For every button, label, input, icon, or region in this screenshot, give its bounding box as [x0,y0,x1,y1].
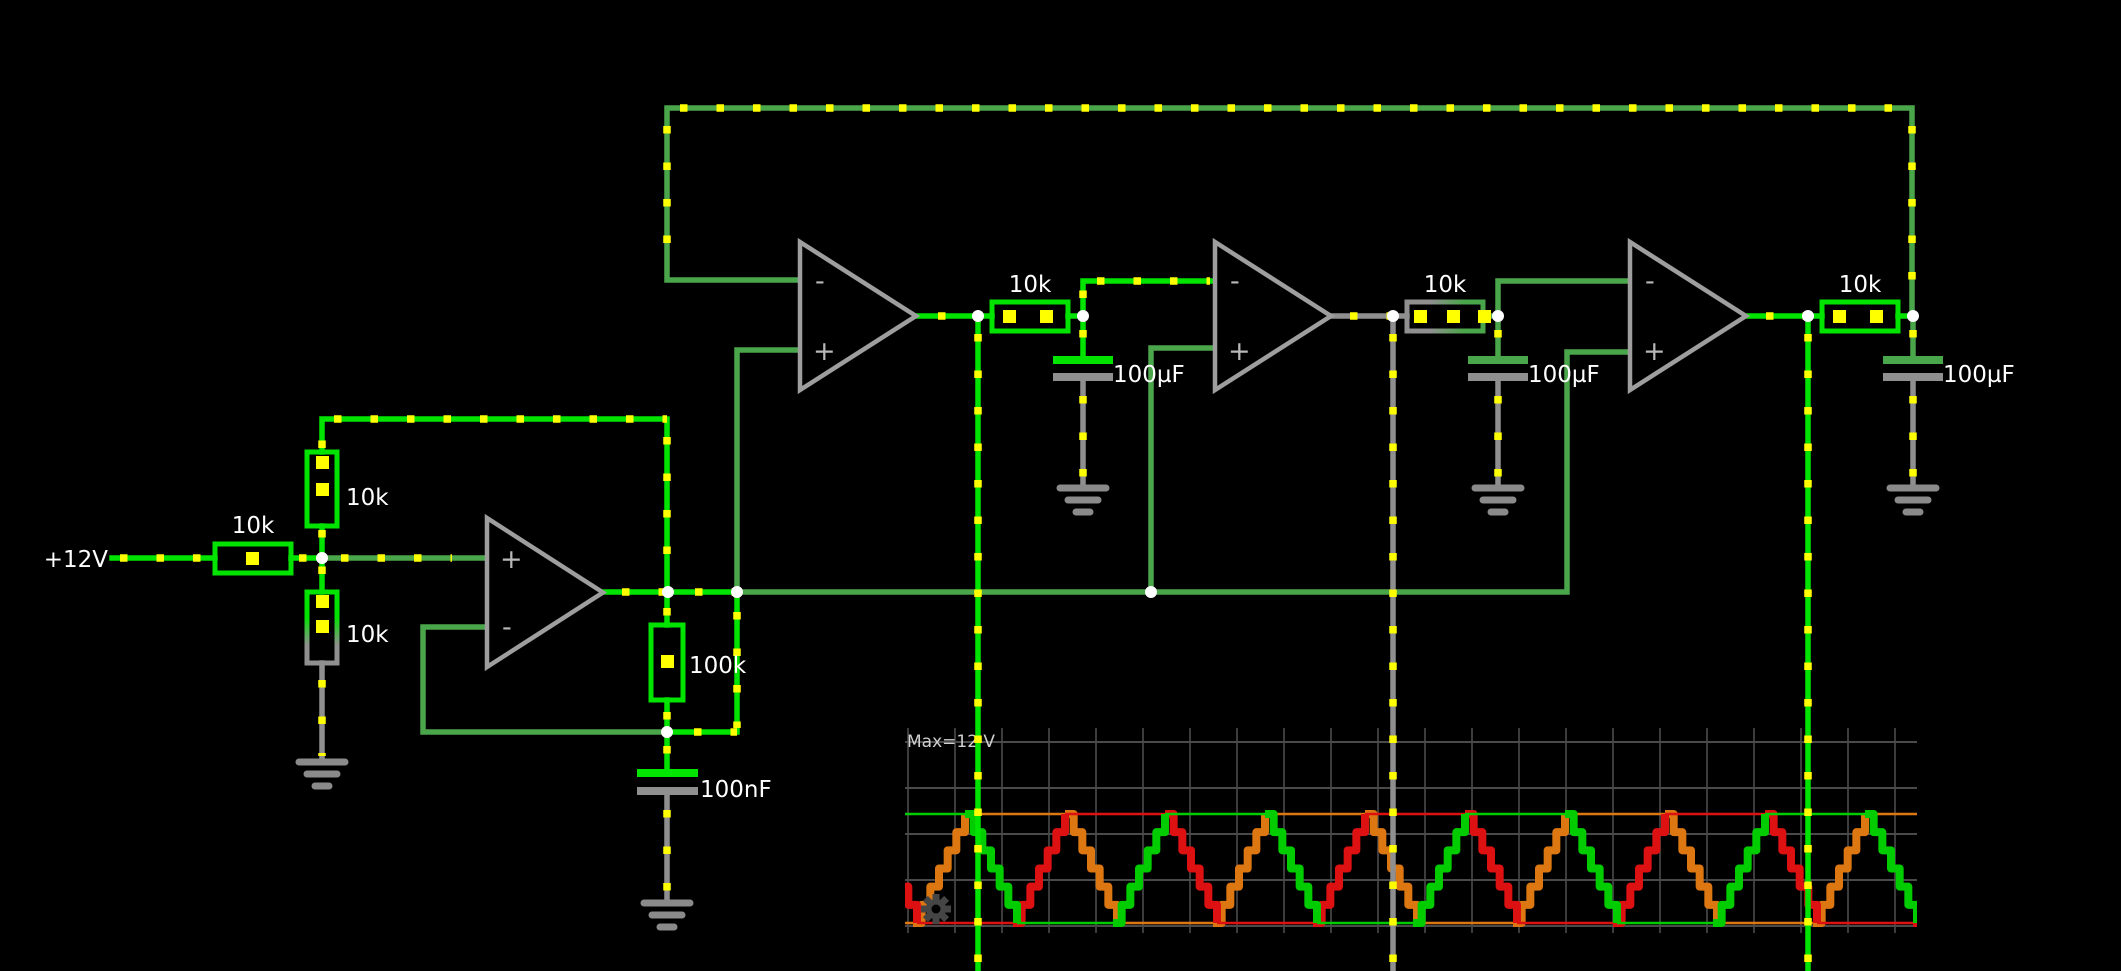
wires[interactable] [109,104,1917,971]
stage3-c-label: 100µF [1943,362,2015,388]
scope-max-label: Max=12 V [907,732,995,752]
wire-capnode-to-rail[interactable] [664,589,741,736]
opamp-stage3-minus: - [1645,266,1655,297]
resistor-stage3-10k[interactable] [1819,299,1901,334]
opamp-stage3[interactable]: - + [1627,237,1751,395]
resistor-stage2-10k[interactable] [1404,299,1491,334]
ground-osc-cap[interactable] [640,899,694,931]
ground-divider[interactable] [295,758,349,790]
capacitor-stage1-100uF[interactable] [1053,356,1113,381]
r-feedback-label: 100k [689,653,747,679]
scope-waveforms [905,810,1917,927]
opamp-stage3-plus: + [1643,336,1666,367]
stage1-r-label: 10k [1009,272,1052,298]
scope-settings-gear-icon[interactable] [921,894,951,924]
opamp-oscillator-plus: + [500,544,523,575]
labels: +12V 10k 10k 10k 100k 100nF 10k 100µF 10… [44,272,2015,803]
junction-dots [316,310,1919,738]
resistor-input-10k[interactable] [212,541,294,576]
ground-stage2[interactable] [1471,484,1525,516]
ground-stage1[interactable] [1056,484,1110,516]
opamp-stage2-plus: + [1228,336,1251,367]
wire-stage1-to-stage2[interactable] [1079,277,1218,319]
wire-positive-feedback[interactable] [318,415,671,595]
capacitor-100nF[interactable] [637,769,698,795]
supply-label: +12V [44,547,109,573]
c-osc-label: 100nF [700,777,772,803]
stage3-r-label: 10k [1839,272,1882,298]
stage2-c-label: 100µF [1528,362,1600,388]
wire-top-feedback[interactable] [663,104,1916,319]
resistor-divider-top-10k[interactable] [304,449,340,529]
r-divider-top-label: 10k [346,485,389,511]
stage1-c-label: 100µF [1113,362,1185,388]
r-input-label: 10k [232,513,275,539]
capacitor-stage3-100uF[interactable] [1883,356,1943,381]
resistor-feedback-100k[interactable] [648,622,686,703]
scope-wave-phase-green [905,810,1917,927]
scope-panel[interactable]: Max=12 V [365,728,2121,933]
stage2-r-label: 10k [1424,272,1467,298]
opamp-oscillator-minus: - [502,612,512,643]
wire-stage2-to-stage3[interactable] [1495,278,1633,319]
wire-osc-neg-feedback[interactable] [420,624,670,735]
resistor-divider-bottom-10k[interactable] [304,589,340,666]
opamp-stage1-minus: - [815,266,825,297]
opamp-oscillator[interactable]: + - [484,513,608,672]
opamp-stage1-plus: + [813,336,836,367]
ground-stage3[interactable] [1886,484,1940,516]
scope-wave-phase-orange [905,810,1917,927]
capacitor-stage2-100uF[interactable] [1468,356,1528,381]
r-divider-bottom-label: 10k [346,622,389,648]
opamp-stage1[interactable]: - + [797,237,921,395]
resistor-stage1-10k[interactable] [989,299,1071,334]
opamp-stage2-minus: - [1230,266,1240,297]
opamp-stage2[interactable]: - + [1212,237,1336,395]
